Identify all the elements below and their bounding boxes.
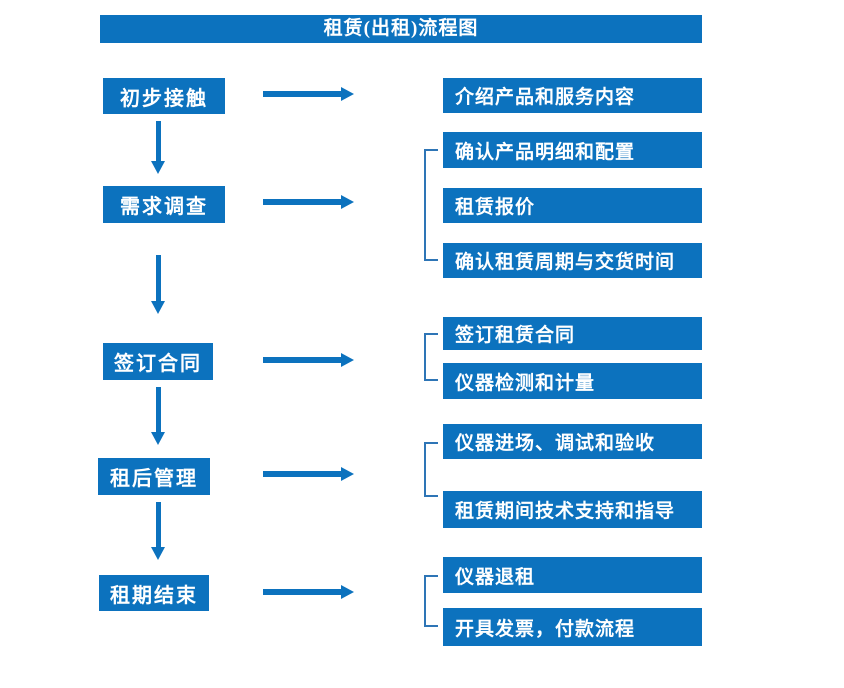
- arrow-right-icon: [263, 87, 354, 101]
- output-box: 签订租赁合同: [443, 317, 702, 350]
- arrow-shaft: [263, 471, 342, 477]
- arrow-shaft: [155, 255, 161, 301]
- output-box: 仪器退租: [443, 557, 702, 593]
- arrow-head: [341, 353, 354, 367]
- group-bracket: [424, 149, 438, 261]
- arrow-head: [341, 585, 354, 599]
- arrow-right-icon: [263, 467, 354, 481]
- output-box: 仪器进场、调试和验收: [443, 424, 702, 459]
- output-box: 确认产品明细和配置: [443, 132, 702, 168]
- stage-box-1: 初步接触: [103, 78, 225, 114]
- arrow-right-icon: [263, 353, 354, 367]
- arrow-down-icon: [151, 387, 165, 445]
- arrow-shaft: [263, 589, 342, 595]
- arrow-right-icon: [263, 195, 354, 209]
- arrow-head: [151, 161, 165, 174]
- arrow-down-icon: [151, 255, 165, 314]
- flowchart-title: 租赁(出租)流程图: [100, 15, 702, 43]
- group-bracket: [424, 575, 438, 627]
- output-box: 介绍产品和服务内容: [443, 78, 702, 113]
- arrow-head: [341, 467, 354, 481]
- stage-box-3: 签订合同: [103, 343, 213, 380]
- arrow-shaft: [155, 121, 161, 161]
- arrow-head: [151, 432, 165, 445]
- arrow-shaft: [155, 387, 161, 432]
- arrow-shaft: [263, 91, 342, 97]
- output-box: 租赁报价: [443, 188, 702, 223]
- arrow-shaft: [263, 357, 342, 363]
- output-box: 确认租赁周期与交货时间: [443, 243, 702, 278]
- arrow-head: [151, 301, 165, 314]
- arrow-right-icon: [263, 585, 354, 599]
- output-box: 仪器检测和计量: [443, 363, 702, 399]
- group-bracket: [424, 442, 438, 497]
- arrow-down-icon: [151, 502, 165, 560]
- arrow-head: [341, 87, 354, 101]
- arrow-head: [151, 547, 165, 560]
- group-bracket: [424, 333, 438, 381]
- arrow-head: [341, 195, 354, 209]
- output-box: 租赁期间技术支持和指导: [443, 491, 702, 528]
- stage-box-5: 租期结束: [99, 575, 209, 611]
- stage-box-2: 需求调查: [103, 186, 225, 223]
- arrow-down-icon: [151, 121, 165, 174]
- stage-box-4: 租后管理: [98, 458, 210, 495]
- arrow-shaft: [155, 502, 161, 547]
- arrow-shaft: [263, 199, 342, 205]
- output-box: 开具发票，付款流程: [443, 608, 702, 646]
